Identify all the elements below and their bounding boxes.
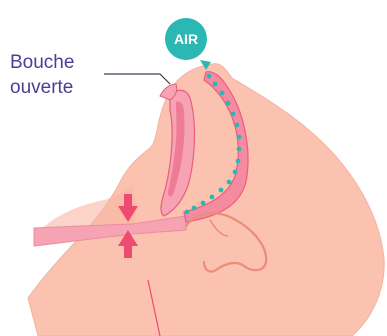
mouth-label-line1: Bouche (10, 50, 110, 75)
air-badge: AIR (165, 18, 207, 60)
mouth-label-line2: ouverte (10, 75, 110, 100)
mouth-open-callout: Bouche ouverte (10, 50, 110, 100)
head-silhouette (28, 64, 384, 336)
air-label: AIR (174, 31, 198, 47)
mouth-leader-line (104, 74, 170, 84)
